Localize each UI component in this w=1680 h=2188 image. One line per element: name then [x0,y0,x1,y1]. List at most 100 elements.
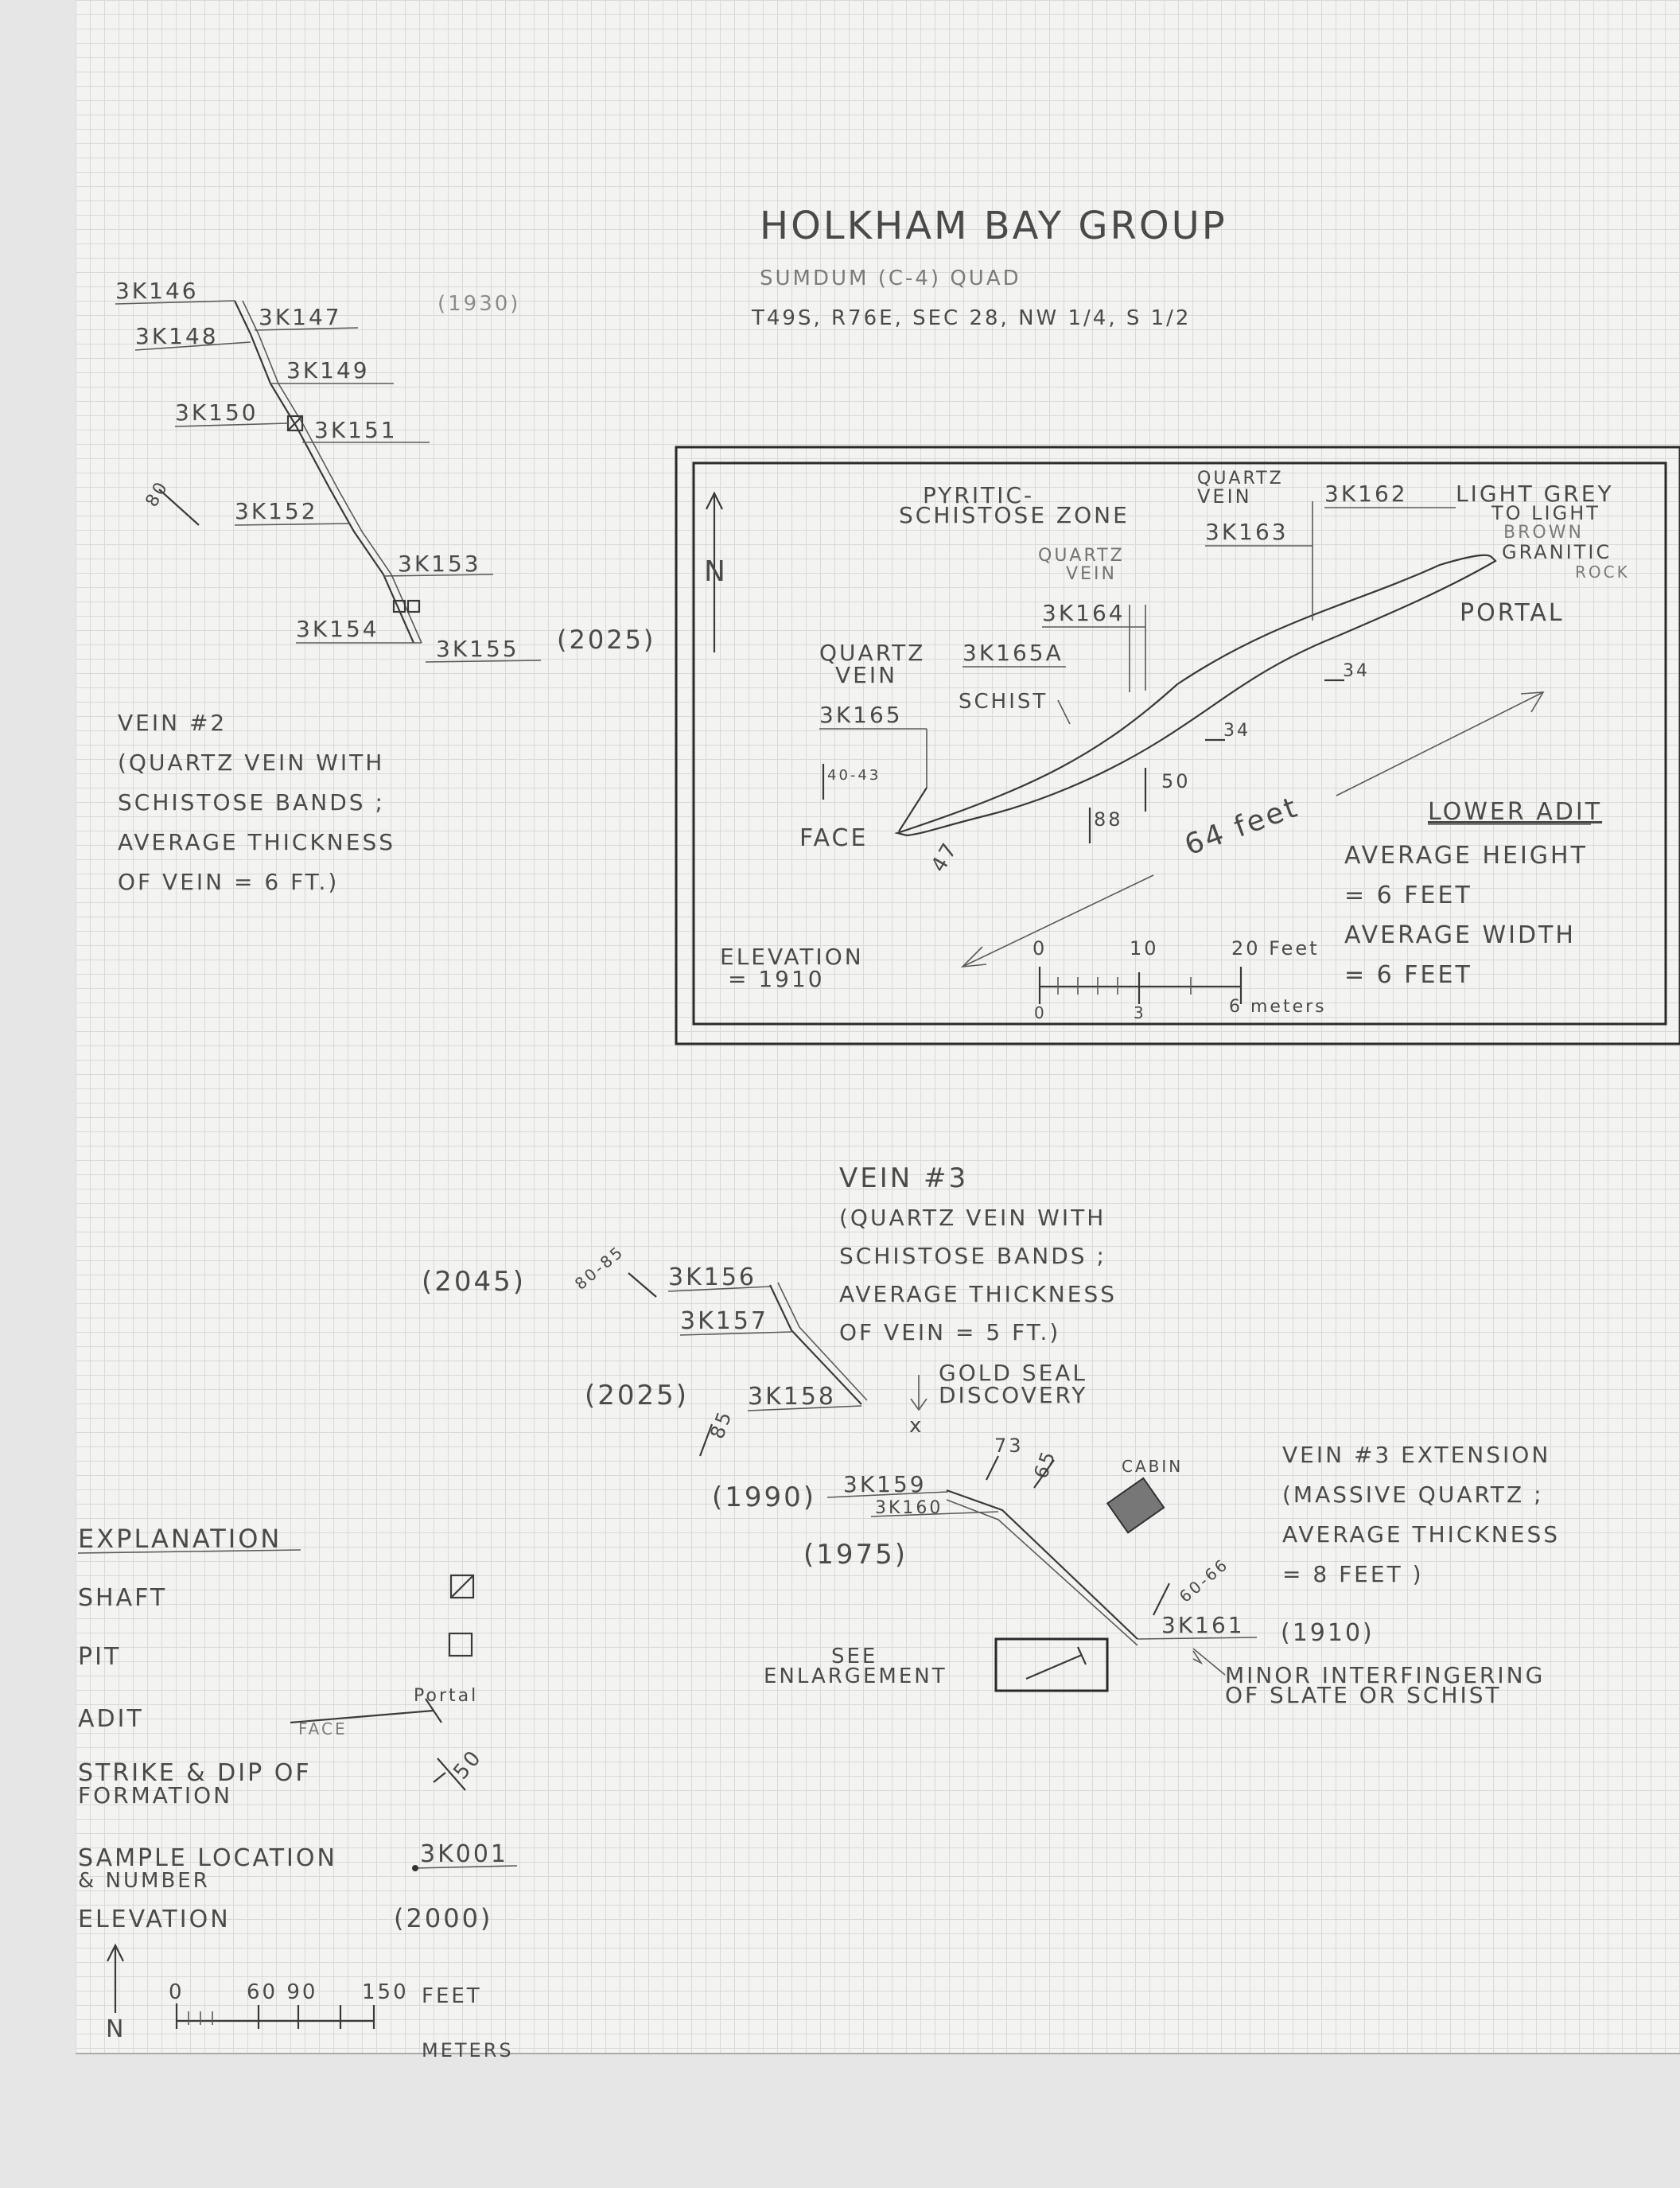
svg-text:AVERAGE HEIGHT: AVERAGE HEIGHT [1344,842,1588,870]
sample-label: 3K165A [962,640,1064,666]
svg-text:LIGHT GREY: LIGHT GREY [1456,481,1614,507]
inset-outer-frame [675,446,1680,1045]
svg-text:47: 47 [927,838,963,877]
enlargement-box [994,1637,1109,1692]
inset-enlargement: N PYRITIC- SCHISTOSE ZONE QUARTZ VEIN 3K… [675,446,1680,1045]
strike-dip-icon [437,1758,466,1791]
map-sheet [76,0,1680,2054]
svg-text:QUARTZ: QUARTZ [819,640,925,666]
svg-text:GOLD SEAL: GOLD SEAL [939,1360,1087,1386]
svg-text:AVERAGE THICKNESS: AVERAGE THICKNESS [118,829,395,855]
svg-text:80-85: 80-85 [571,1241,628,1293]
svg-text:= 6 FEET: = 6 FEET [1344,882,1472,909]
svg-text:(MASSIVE QUARTZ ;: (MASSIVE QUARTZ ; [1282,1481,1544,1508]
vein2-line [234,300,415,644]
svg-text:(2025): (2025) [585,1380,689,1411]
svg-text:GRANITIC: GRANITIC [1502,541,1612,563]
svg-text:MINOR INTERFINGERING: MINOR INTERFINGERING [1225,1662,1545,1688]
svg-text:60 90: 60 90 [247,1980,317,2004]
sample-label: 3K155 [436,636,519,662]
sample-label: 3K154 [296,616,379,642]
svg-text:VEIN #3 EXTENSION: VEIN #3 EXTENSION [1282,1442,1550,1468]
vein3-description: VEIN #3 (QUARTZ VEIN WITH SCHISTOSE BAND… [839,1162,1117,1345]
svg-text:= 6 FEET: = 6 FEET [1344,961,1472,989]
sample-label: 3K151 [314,417,398,443]
sample-label: 3K162 [1324,481,1408,507]
svg-text:(2000): (2000) [394,1903,492,1933]
vein3-extension-description: VEIN #3 EXTENSION (MASSIVE QUARTZ ; AVER… [1282,1442,1558,1587]
sample-label: 3K147 [259,304,342,330]
svg-text:(1990): (1990) [712,1481,816,1513]
sample-label: 3K149 [286,357,370,383]
svg-text:SCHISTOSE BANDS ;: SCHISTOSE BANDS ; [118,789,385,816]
svg-text:AVERAGE THICKNESS: AVERAGE THICKNESS [839,1281,1117,1307]
svg-text:3: 3 [1134,1003,1146,1022]
svg-text:(QUARTZ VEIN WITH: (QUARTZ VEIN WITH [118,749,384,776]
legend-title: EXPLANATION [78,1524,282,1554]
svg-text:QUARTZ: QUARTZ [1197,469,1284,489]
svg-text:40-43: 40-43 [827,767,881,784]
sample-label: 3K164 [1042,600,1126,626]
svg-text:6 meters: 6 meters [1229,997,1327,1017]
svg-text:VEIN: VEIN [1066,564,1117,584]
svg-text:N: N [704,555,728,588]
svg-text:34: 34 [1343,661,1370,681]
svg-text:ELEVATION: ELEVATION [78,1906,231,1933]
sample-label: 3K150 [175,399,259,426]
svg-text:VEIN: VEIN [1197,485,1252,508]
svg-text:STRIKE & DIP OF: STRIKE & DIP OF [78,1759,312,1787]
svg-text:88: 88 [1094,808,1123,831]
vein2-trace: 80 3K146 3K147 3K148 3K149 3K150 3K151 3… [115,278,655,663]
svg-text:= 1910: = 1910 [728,966,825,992]
elevation-label: (2025) [557,625,655,655]
svg-text:VEIN: VEIN [835,662,897,688]
shaft-icon [449,1574,475,1599]
pit-symbol [392,599,406,613]
svg-text:FACE: FACE [799,824,868,852]
svg-text:80: 80 [142,477,173,511]
sample-label: 3K163 [1205,519,1289,545]
svg-text:CABIN: CABIN [1122,1457,1183,1476]
svg-text:65: 65 [1029,1446,1060,1481]
sample-label: 3K165 [819,702,903,728]
svg-text:PYRITIC-: PYRITIC- [923,482,1034,508]
sample-label: 3K001 [420,1840,508,1868]
sample-label: 3K152 [235,498,318,524]
svg-text:VEIN #2: VEIN #2 [118,710,227,736]
svg-text:FORMATION: FORMATION [78,1782,232,1808]
svg-text:OF VEIN = 5 FT.): OF VEIN = 5 FT.) [839,1319,1060,1345]
pit-icon [448,1632,473,1657]
svg-text:(1975): (1975) [803,1539,908,1571]
explanation-legend: EXPLANATION SHAFT PIT ADIT FACE Portal S… [77,1524,518,2061]
sample-label: 3K146 [115,278,199,304]
svg-text:73: 73 [994,1435,1024,1457]
vein2-line-2 [242,300,422,644]
map-title: HOLKHAM BAY GROUP [760,204,1227,248]
title-block: HOLKHAM BAY GROUP SUMDUM (C-4) QUAD T49S… [751,204,1227,330]
vein3-trace: (2045) 80-85 3K156 3K157 (2025) 85 3K158… [422,1241,1545,1708]
township-location: T49S, R76E, SEC 28, NW 1/4, S 1/2 [751,306,1191,330]
north-arrow-icon: N [704,491,728,652]
svg-text:ADIT: ADIT [78,1705,144,1733]
svg-text:OF VEIN = 6 FT.): OF VEIN = 6 FT.) [118,869,339,895]
svg-text:Portal: Portal [414,1686,478,1706]
svg-text:ELEVATION: ELEVATION [720,944,864,970]
svg-text:N: N [106,2015,126,2043]
svg-text:VEIN #3: VEIN #3 [839,1162,968,1194]
svg-text:(1910): (1910) [1281,1619,1375,1647]
svg-text:(QUARTZ VEIN WITH: (QUARTZ VEIN WITH [839,1205,1106,1231]
svg-text:LOWER ADIT: LOWER ADIT [1428,798,1602,826]
svg-text:SHAFT: SHAFT [78,1584,167,1612]
sample-label: 3K156 [668,1263,756,1291]
svg-text:0: 0 [1032,937,1047,960]
adit-face [898,787,928,832]
svg-text:0: 0 [169,1980,185,2004]
svg-text:DISCOVERY: DISCOVERY [939,1382,1087,1408]
svg-text:20 Feet: 20 Feet [1231,937,1320,960]
svg-text:150: 150 [362,1980,409,2004]
vein2-description: VEIN #2 (QUARTZ VEIN WITH SCHISTOSE BAND… [118,710,395,895]
svg-text:TO LIGHT: TO LIGHT [1491,502,1600,524]
svg-text:ROCK: ROCK [1575,563,1630,582]
sample-label: 3K153 [398,551,481,577]
